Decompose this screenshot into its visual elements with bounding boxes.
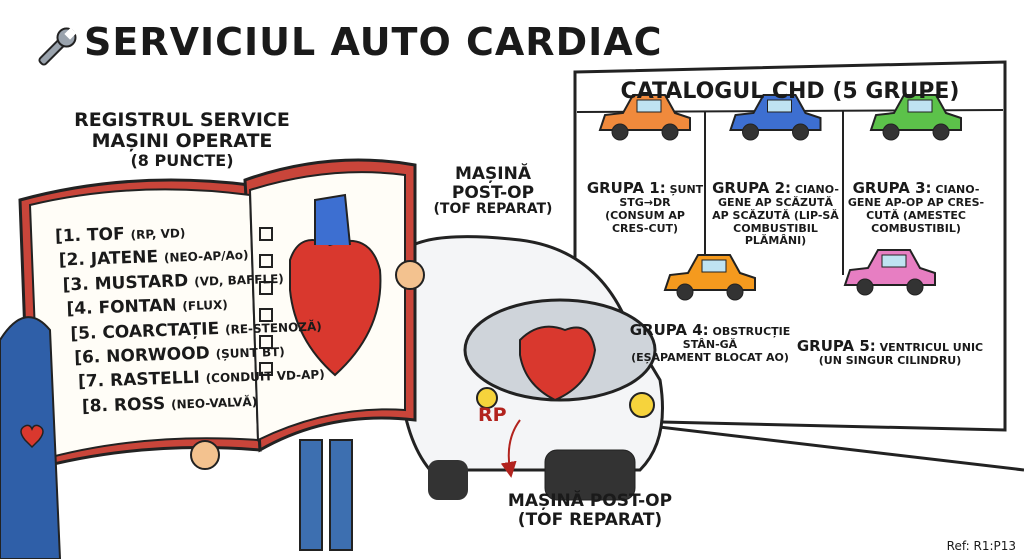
group-name: GRUPA 2:: [712, 179, 792, 197]
item-note: (NEO-VALVĂ): [170, 394, 258, 412]
group-desc: VENTRICUL UNIC: [879, 341, 984, 354]
group-desc: CIANO-GENE AP SCĂZUTĂ AP SCĂZUTĂ (LIP-SĂ…: [712, 183, 839, 248]
heart-icon: [20, 424, 44, 449]
page-title: SERVICIUL AUTO CARDIAC: [84, 20, 663, 64]
item-name: 5. COARCTAȚIE: [77, 318, 220, 344]
item-name: 3. MUSTARD: [70, 270, 189, 295]
group-3: GRUPA 3: CIANO-GENE AP-OP AP CRES-CUTĂ (…: [846, 179, 986, 235]
car-icon: [729, 94, 822, 141]
reference: Ref: R1:P13: [946, 539, 1016, 553]
group-note: (CONSUM AP CRES-CUT): [605, 208, 685, 235]
car-label-line: MAȘINĂ: [454, 164, 532, 184]
group-name: GRUPA 3:: [852, 179, 932, 197]
car-label-line: POST-OP: [451, 182, 535, 203]
bottom-car-label: MAȘINĂ POST-OP (TOF REPARAT): [500, 492, 680, 529]
wrench-icon: [38, 27, 77, 66]
item-note: (FLUX): [182, 297, 229, 314]
book-list: [1. TOF (RP, VD)[2. JATENE (NEO-AP/Ao)[3…: [55, 217, 326, 421]
post-op-car: [398, 235, 664, 501]
open-book: [18, 158, 425, 472]
car-icon: [869, 94, 962, 141]
group-1: GRUPA 1: ȘUNT STG→DR(CONSUM AP CRES-CUT): [585, 179, 705, 235]
group-2: GRUPA 2: CIANO-GENE AP SCĂZUTĂ AP SCĂZUT…: [708, 179, 843, 248]
bottom-label-line: MAȘINĂ POST-OP: [507, 491, 673, 511]
book-list-item: [8. ROSS (NEO-VALVĂ): [81, 393, 258, 417]
item-note: (RP, VD): [130, 226, 186, 243]
group-name: GRUPA 5:: [796, 337, 876, 355]
group-4: GRUPA 4: OBSTRUCȚIE STÂN-GĂ(EȘAPAMENT BL…: [625, 321, 795, 365]
register-line: REGISTRUL SERVICE: [74, 109, 290, 131]
group-note: (EȘAPAMENT BLOCAT AO): [631, 350, 789, 364]
car-icon: [843, 249, 936, 296]
car-icon: [598, 94, 691, 141]
group-5: GRUPA 5: VENTRICUL UNIC(UN SINGUR CILIND…: [790, 337, 990, 368]
item-name: 4. FONTAN: [74, 295, 177, 320]
group-desc: CIANO-GENE AP-OP AP CRES-CUTĂ (AMESTEC C…: [847, 183, 985, 235]
car-label: MAȘINĂ POST-OP (TOF REPARAT): [418, 165, 568, 218]
item-name: 6. NORWOOD: [81, 343, 211, 368]
item-name: 2. JATENE: [66, 247, 159, 271]
item-note: (VD, BAFFLE): [193, 271, 285, 289]
item-name: 1. TOF: [62, 224, 125, 247]
group-desc: ȘUNT STG→DR: [619, 183, 704, 210]
item-note: (NEO-AP/Ao): [163, 248, 249, 266]
item-note: (ȘUNT BT): [215, 344, 285, 362]
register-line: MAȘINI OPERATE: [91, 129, 273, 152]
car-icon: [663, 254, 756, 301]
group-name: GRUPA 1:: [586, 179, 666, 197]
item-name: 7. RASTELLI: [85, 368, 201, 393]
item-note: (CONDUIT VD-AP): [205, 367, 325, 386]
car-label-line: (TOF REPARAT): [433, 201, 553, 218]
rp-label: RP: [478, 404, 507, 426]
item-note: (RE-STENOZĂ): [224, 318, 322, 337]
group-note: (UN SINGUR CILINDRU): [818, 354, 962, 368]
catalog-title: CATALOGUL CHD (5 GRUPE): [620, 79, 960, 104]
register-label: REGISTRUL SERVICE MAȘINI OPERATE (8 PUNC…: [62, 110, 302, 169]
group-desc: OBSTRUCȚIE STÂN-GĂ: [682, 325, 791, 352]
group-name: GRUPA 4:: [629, 321, 709, 339]
book-list-item: [7. RASTELLI (CONDUIT VD-AP): [77, 367, 325, 393]
item-name: 8. ROSS: [89, 393, 166, 417]
bottom-label-line: (TOF REPARAT): [517, 509, 663, 530]
register-line: (8 PUNCTE): [130, 150, 234, 170]
